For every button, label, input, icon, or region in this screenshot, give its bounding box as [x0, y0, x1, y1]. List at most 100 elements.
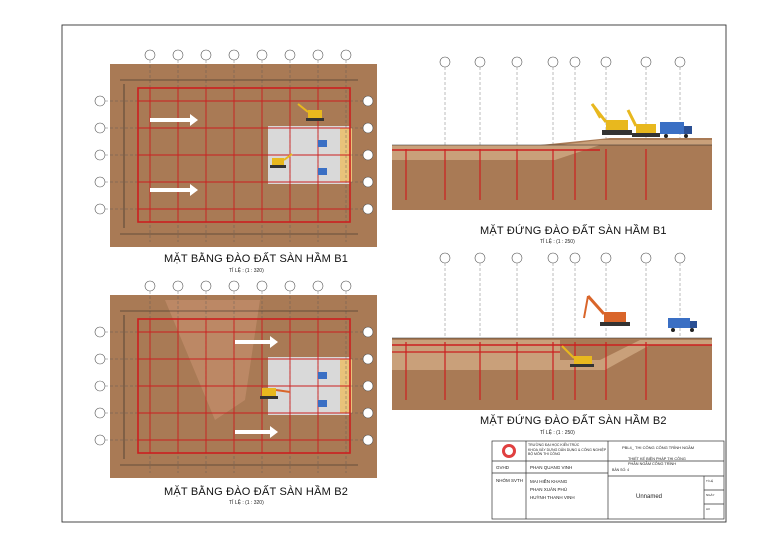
- axis-bubble: [200, 280, 212, 292]
- axis-bubble: [640, 56, 652, 68]
- axis-bubble: [674, 56, 686, 68]
- pile-marker: [318, 168, 327, 175]
- paper-size-label: A3: [706, 507, 710, 511]
- elevation-b1-scale: TỈ LỆ : (1 : 250): [540, 239, 575, 245]
- axis-bubble: [256, 49, 268, 61]
- axis-bubble: [511, 56, 523, 68]
- plan-b2-grid: [120, 310, 358, 466]
- axis-bubble: [569, 252, 581, 264]
- member-name: PHAN XUÂN PHÚ: [530, 487, 568, 492]
- gvhd-label: GVHD: [496, 465, 510, 470]
- pile-marker: [318, 140, 327, 147]
- axis-bubble: [200, 49, 212, 61]
- axis-bubble: [362, 176, 374, 188]
- excavator-icon: [270, 153, 293, 168]
- member-list: MAI HIỀN KHANG PHAN XUÂN PHÚ HUỲNH THANH…: [530, 478, 575, 502]
- axis-bubble: [674, 252, 686, 264]
- elevation-b1: [392, 56, 712, 210]
- axis-bubble: [94, 203, 106, 215]
- axis-bubble: [362, 434, 374, 446]
- excavator-icon: [626, 109, 660, 137]
- axis-bubble: [547, 56, 559, 68]
- group-label: NHÓM SVTH: [496, 478, 523, 483]
- axis-bubble: [228, 280, 240, 292]
- project-name: THIẾT KẾ BIỆN PHÁP THI CÔNG: [628, 457, 686, 461]
- elevation-b2-piles: [392, 337, 712, 400]
- plan-b1-axes-top: [144, 49, 352, 242]
- axis-bubble: [94, 434, 106, 446]
- axis-bubble: [474, 252, 486, 264]
- axis-bubble: [284, 280, 296, 292]
- elevation-b1-piles: [392, 144, 712, 200]
- plan-b2-axes-right: [362, 326, 374, 446]
- excavator-icon: [590, 103, 632, 135]
- university-logo-icon: [505, 447, 513, 455]
- sheet-name: Unnamed: [636, 494, 663, 500]
- axis-bubble: [94, 353, 106, 365]
- scale-cell-label: TỈ LỆ: [706, 479, 714, 483]
- excavator-icon: [583, 295, 630, 326]
- axis-bubble: [172, 280, 184, 292]
- axis-bubble: [362, 95, 374, 107]
- axis-bubble: [312, 280, 324, 292]
- truck-icon: [668, 318, 697, 332]
- elevation-b1-axes: [439, 56, 686, 145]
- axis-bubble: [340, 280, 352, 292]
- department-name: BỘ MÔN THI CÔNG: [528, 452, 561, 456]
- plan-b1-axes-right: [362, 95, 374, 215]
- axis-bubble: [362, 122, 374, 134]
- axis-bubble: [94, 95, 106, 107]
- gvhd-name: PHAN QUANG VINH: [530, 465, 573, 470]
- axis-bubble: [640, 252, 652, 264]
- truck-icon: [660, 122, 692, 138]
- elevation-b2-title: MẶT ĐỨNG ĐÀO ĐẤT SÀN HẦM B2: [480, 415, 667, 427]
- axis-bubble: [600, 56, 612, 68]
- project-subname: PHẦN NGẦM CÔNG TRÌNH: [628, 462, 677, 466]
- axis-bubble: [312, 49, 324, 61]
- axis-bubble: [511, 252, 523, 264]
- axis-bubble: [172, 49, 184, 61]
- direction-arrow: [150, 184, 198, 196]
- axis-bubble: [362, 326, 374, 338]
- axis-bubble: [94, 380, 106, 392]
- plan-b2: [94, 280, 377, 478]
- direction-arrow: [235, 336, 278, 348]
- pile-marker: [318, 372, 327, 379]
- school-name: TRƯỜNG ĐẠI HỌC KIẾN TRÚC: [528, 443, 580, 447]
- elevation-b2-axes: [439, 252, 686, 338]
- axis-bubble: [474, 56, 486, 68]
- date-cell-label: NGÀY: [706, 493, 715, 497]
- axis-bubble: [94, 122, 106, 134]
- elevation-b1-title: MẶT ĐỨNG ĐÀO ĐẤT SÀN HẦM B1: [480, 225, 667, 237]
- axis-bubble: [284, 49, 296, 61]
- member-name: HUỲNH THANH VINH: [530, 495, 575, 500]
- axis-bubble: [94, 407, 106, 419]
- sheet-border: [61, 24, 727, 523]
- axis-bubble: [439, 252, 451, 264]
- plan-b1-scale: TỈ LỆ : (1 : 320): [229, 268, 264, 274]
- axis-bubble: [256, 280, 268, 292]
- elevation-b2-scale: TỈ LỆ : (1 : 250): [540, 430, 575, 436]
- direction-arrow: [235, 426, 278, 438]
- plan-b2-scale: TỈ LỆ : (1 : 320): [229, 500, 264, 506]
- plan-b1-title: MẶT BẰNG ĐÀO ĐẤT SÀN HẦM B1: [164, 253, 349, 265]
- axis-bubble: [362, 203, 374, 215]
- title-block-school: TRƯỜNG ĐẠI HỌC KIẾN TRÚC KHOA XÂY DỰNG D…: [528, 443, 606, 457]
- excavator-icon: [260, 388, 291, 399]
- axis-bubble: [228, 49, 240, 61]
- member-name: MAI HIỀN KHANG: [530, 479, 568, 484]
- course-name: PBL4_ THI CÔNG CÔNG TRÌNH NGẦM: [622, 445, 695, 450]
- excavator-icon: [297, 103, 324, 121]
- elevation-b2-cut: [392, 340, 712, 370]
- axis-bubble: [569, 56, 581, 68]
- axis-bubble: [94, 149, 106, 161]
- axis-bubble: [340, 49, 352, 61]
- project-block: THIẾT KẾ BIỆN PHÁP THI CÔNG PHẦN NGẦM CÔ…: [628, 457, 686, 467]
- excavator-icon: [561, 345, 594, 367]
- axis-bubble: [144, 49, 156, 61]
- axis-bubble: [547, 252, 559, 264]
- direction-arrow: [150, 114, 198, 126]
- axis-bubble: [439, 56, 451, 68]
